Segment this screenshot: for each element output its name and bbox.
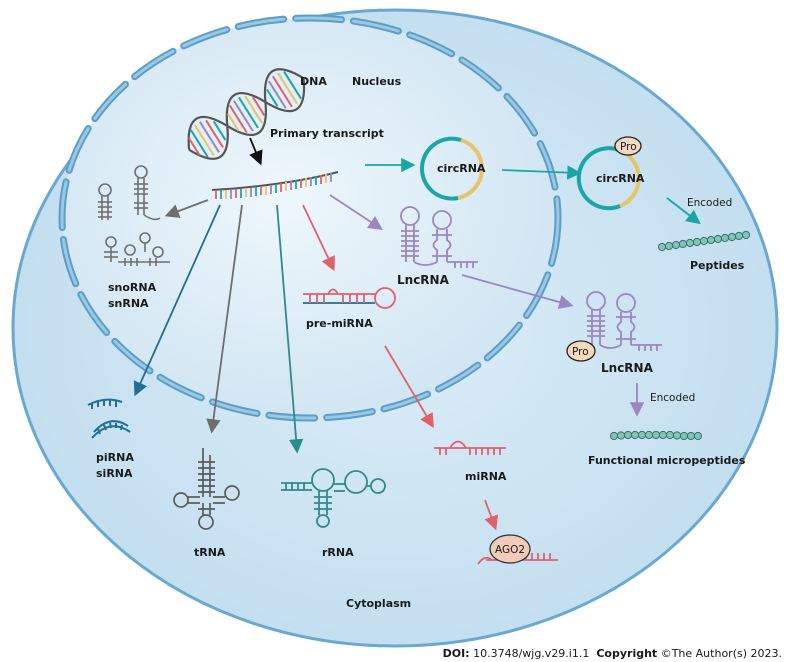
peptides-chain-icon	[657, 230, 751, 252]
label-lncrna-nuclear: LncRNA	[397, 273, 450, 287]
pre-mirna-structure-icon	[303, 287, 396, 309]
primary-transcript-strand	[211, 171, 339, 199]
circrna-nuclear-icon	[420, 136, 484, 201]
arrow-dna-transcript	[249, 137, 263, 166]
doi-label: DOI:	[442, 647, 470, 660]
arrow-to-snorna	[164, 199, 209, 218]
label-mirna: miRNA	[465, 470, 507, 483]
label-functional-micropeptides: Functional micropeptides	[588, 454, 746, 467]
ago2-complex-icon: AGO2	[477, 534, 558, 565]
label-encoded-1: Encoded	[687, 197, 732, 209]
copyright-label: Copyright	[596, 647, 658, 660]
label-ago2: AGO2	[495, 544, 525, 556]
label-pre-mirna: pre-miRNA	[306, 317, 373, 330]
label-rrna: rRNA	[322, 546, 354, 559]
arrow-to-rrna	[276, 204, 304, 454]
arrow-to-pirna	[133, 204, 221, 397]
label-trna: tRNA	[194, 546, 226, 559]
label-encoded-2: Encoded	[650, 392, 695, 404]
snorna-structure-icon	[98, 165, 161, 221]
trna-structure-icon	[173, 448, 240, 530]
copyright-value: ©The Author(s) 2023.	[660, 647, 782, 660]
svg-text:Pro: Pro	[620, 141, 637, 153]
label-snrna: snRNA	[108, 297, 149, 310]
dna-helix-icon	[187, 68, 306, 160]
doi-value: 10.3748/wjg.v29.i1.1	[473, 647, 590, 660]
pirna-icon	[87, 398, 123, 409]
rrna-structure-icon	[281, 468, 386, 528]
figure-footer: DOI: 10.3748/wjg.v29.i1.1 Copyright ©The…	[443, 647, 782, 660]
label-primary-transcript: Primary transcript	[270, 127, 384, 140]
mirna-structure-icon	[434, 440, 506, 455]
label-circrna-cyto: circRNA	[596, 172, 645, 185]
arrow-circrna-to-cyto	[501, 165, 582, 180]
arrow-lncrna-to-cyto	[461, 274, 574, 310]
label-snorna: snoRNA	[108, 281, 157, 294]
svg-text:Pro: Pro	[572, 346, 589, 358]
lncrna-nuclear-structure-icon	[400, 206, 478, 268]
label-peptides: Peptides	[690, 259, 745, 272]
arrow-to-lncrna-nuclear	[329, 194, 384, 230]
label-cytoplasm: Cytoplasm	[346, 597, 411, 610]
arrow-mirna-to-ago2	[484, 499, 499, 531]
pro-badge-lncrna: Pro	[566, 340, 596, 362]
lncrna-cyto-structure-icon	[586, 291, 662, 351]
micropeptides-chain-icon	[609, 430, 703, 441]
arrow-to-pre-mirna	[302, 204, 335, 272]
label-pirna: piRNA	[96, 451, 134, 464]
label-circrna-nuclear: circRNA	[437, 162, 486, 175]
snrna-structure-icon	[104, 232, 170, 266]
arrow-pre-mirna-to-mirna	[384, 345, 434, 429]
label-dna: DNA	[300, 75, 327, 88]
pro-badge-circrna: Pro	[614, 136, 642, 156]
arrow-to-trna	[206, 204, 243, 434]
label-lncrna-cyto: LncRNA	[601, 361, 654, 375]
label-sirna: siRNA	[96, 467, 133, 480]
label-nucleus: Nucleus	[352, 75, 402, 88]
sirna-icon	[91, 420, 131, 439]
arrow-encoded-peptides	[666, 197, 701, 225]
